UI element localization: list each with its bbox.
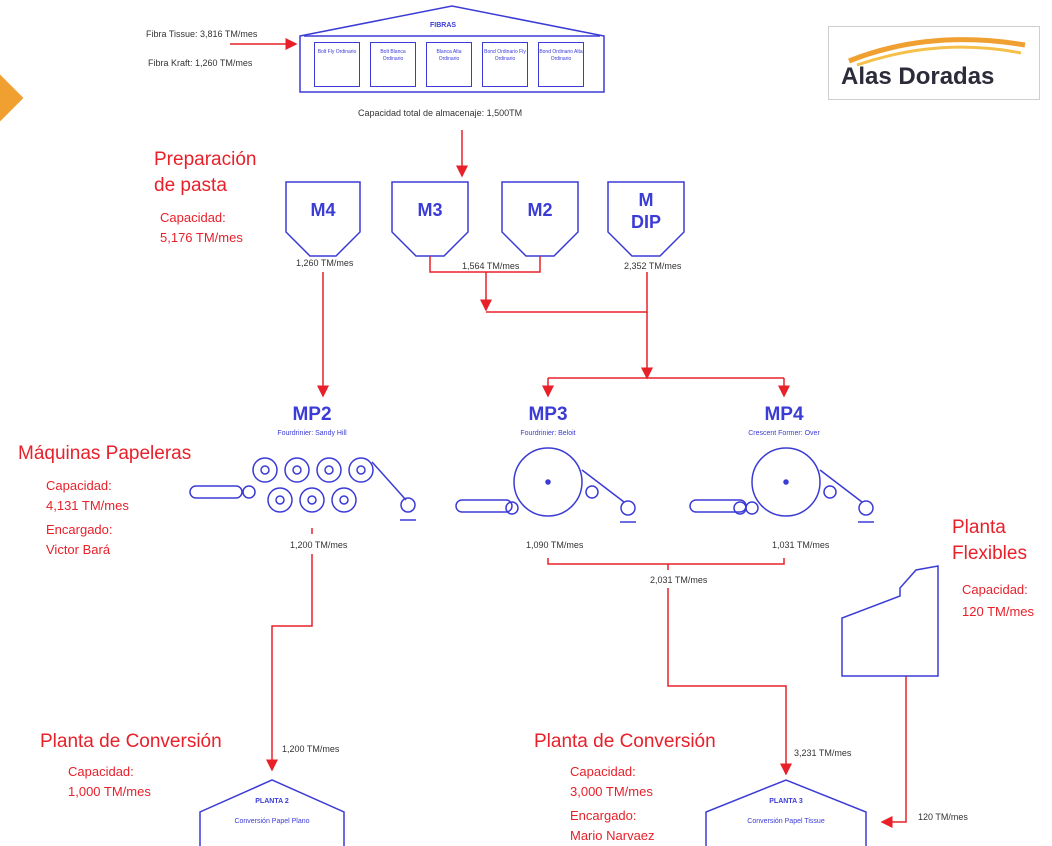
planta-2-sub: Conversión Papel Plano — [234, 818, 310, 825]
silo-m3-label: M3 — [417, 200, 443, 220]
maquinas-title: Máquinas Papeleras — [18, 443, 192, 464]
conversion1-title: Planta de Conversión — [40, 731, 222, 752]
conversion2-cap-value: 3,000 TM/mes — [570, 784, 653, 799]
fibras-bin: Bolt Fly Ordinario — [314, 42, 360, 87]
flexibles-building — [841, 565, 939, 677]
machine-mp4-sub: Crescent Former: Over — [748, 430, 820, 437]
planta-3-name: PLANTA 3 — [769, 798, 803, 805]
preparacion-cap-value: 5,176 TM/mes — [160, 230, 243, 245]
fibras-bin: Bond Ordinario Alta Ordinario — [538, 42, 584, 87]
fibra-kraft-label: Fibra Kraft: 1,260 TM/mes — [148, 58, 253, 68]
silo-m4 — [285, 181, 361, 257]
silo-m2 — [501, 181, 579, 257]
flexibles-title-2: Flexibles — [952, 543, 1027, 564]
maquinas-cap-value: 4,131 TM/mes — [46, 498, 129, 513]
combined-output-label: 2,031 TM/mes — [650, 575, 708, 585]
silo-m2-label: M2 — [527, 200, 553, 220]
fibras-title: FIBRAS — [430, 22, 457, 29]
conversion1-cap-label: Capacidad: — [68, 764, 134, 779]
flow-dip-label: 2,352 TM/mes — [624, 261, 682, 271]
flexibles-flow-label: 120 TM/mes — [918, 812, 968, 822]
planta-3-building — [705, 779, 867, 846]
machine-mp3-drawing — [455, 447, 636, 523]
machine-mp2-output: 1,200 TM/mes — [290, 540, 348, 550]
machine-mp4-output: 1,031 TM/mes — [772, 540, 830, 550]
machine-mp3-sub: Fourdrinier: Beloit — [520, 430, 576, 437]
machine-mp2-name: MP2 — [292, 404, 332, 425]
maquinas-cap-label: Capacidad: — [46, 478, 112, 493]
flow-m3m2-label: 1,564 TM/mes — [462, 261, 520, 271]
conversion1-flow-label: 1,200 TM/mes — [282, 744, 340, 754]
storage-capacity-label: Capacidad total de almacenaje: 1,500TM — [358, 108, 523, 118]
preparacion-title-1: Preparación — [154, 149, 257, 170]
flexibles-cap-label: Capacidad: — [962, 582, 1028, 597]
preparacion-cap-label: Capacidad: — [160, 210, 226, 225]
planta-2-name: PLANTA 2 — [255, 798, 289, 805]
fibra-tissue-label: Fibra Tissue: 3,816 TM/mes — [146, 29, 258, 39]
machine-mp4-drawing — [689, 447, 874, 523]
preparacion-title-2: de pasta — [154, 175, 227, 196]
maquinas-enc-label: Encargado: — [46, 522, 113, 537]
flexibles-title-1: Planta — [952, 517, 1006, 538]
fibras-bin: Blanca Alta Ordinario — [426, 42, 472, 87]
machine-mp4-name: MP4 — [764, 404, 804, 425]
machine-mp2-sub: Fourdrinier: Sandy Hill — [277, 430, 347, 437]
silo-m4-label: M4 — [310, 200, 336, 220]
conversion2-enc-value: Mario Narvaez — [570, 828, 655, 843]
machine-mp3-output: 1,090 TM/mes — [526, 540, 584, 550]
silo-mdip — [607, 181, 685, 257]
wing-swoosh-icon — [848, 37, 1026, 67]
fibras-bin: Bond Ordinario Fly Ordinario — [482, 42, 528, 87]
machine-mp2-drawing — [189, 457, 416, 521]
flow-m4-label: 1,260 TM/mes — [296, 258, 354, 268]
conversion2-title: Planta de Conversión — [534, 731, 716, 752]
flexibles-cap-value: 120 TM/mes — [962, 604, 1035, 619]
silo-m3 — [391, 181, 469, 257]
conversion2-enc-label: Encargado: — [570, 808, 637, 823]
conversion1-cap-value: 1,000 TM/mes — [68, 784, 151, 799]
fibras-bin: Bolt Blanca Ordinario — [370, 42, 416, 87]
logo-text: Alas Doradas — [841, 63, 995, 90]
machine-mp3-name: MP3 — [528, 404, 568, 425]
maquinas-enc-value: Victor Bará — [46, 542, 111, 557]
conversion2-flow-label: 3,231 TM/mes — [794, 748, 852, 758]
alas-doradas-logo: Alas Doradas — [828, 26, 1040, 100]
conversion2-cap-label: Capacidad: — [570, 764, 636, 779]
planta-3-sub: Conversión Papel Tissue — [747, 818, 825, 825]
planta-2-building — [199, 779, 345, 846]
fibras-warehouse — [299, 5, 605, 93]
